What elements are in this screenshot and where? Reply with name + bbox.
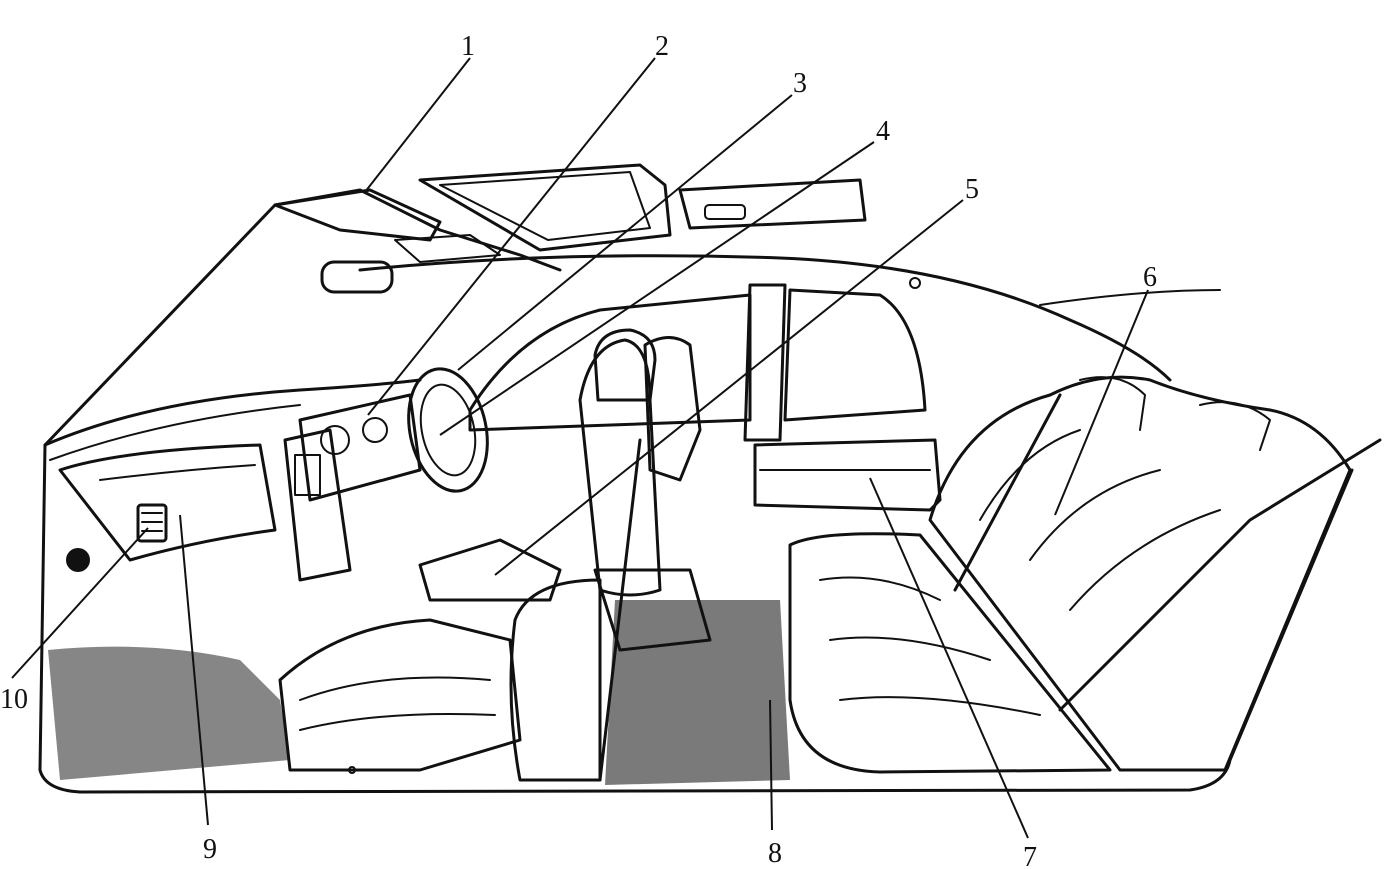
rear-door-panel bbox=[753, 438, 942, 512]
rear-door-window bbox=[783, 288, 927, 422]
callout-9: 9 bbox=[203, 834, 217, 865]
front-seat-headrest bbox=[593, 328, 657, 402]
leader-line-2 bbox=[367, 57, 656, 416]
sunroof bbox=[418, 163, 672, 252]
dashboard-top bbox=[43, 378, 422, 447]
center-console bbox=[593, 568, 712, 652]
callout-labels: 1 2 3 4 5 6 7 8 9 10 bbox=[0, 31, 1157, 869]
sun-visor bbox=[273, 188, 442, 242]
rear-roof-panel bbox=[678, 178, 867, 230]
leader-line-1 bbox=[364, 57, 471, 193]
callout-10: 10 bbox=[0, 684, 28, 715]
leader-line-4 bbox=[439, 141, 875, 436]
instrument-cluster bbox=[298, 393, 422, 502]
rear-seat-back bbox=[928, 375, 1352, 772]
rear-floor-carpet bbox=[605, 600, 790, 785]
rear-view-mirror bbox=[320, 260, 394, 294]
front-seat-bolster bbox=[509, 578, 602, 782]
leader-line-10 bbox=[11, 527, 149, 679]
b-pillar bbox=[743, 283, 787, 442]
callout-8: 8 bbox=[768, 838, 782, 869]
leader-line-5 bbox=[494, 199, 964, 576]
center-armrest bbox=[418, 538, 562, 602]
roof-line bbox=[358, 254, 1172, 382]
rear-seat-belt-left bbox=[953, 393, 1062, 592]
side-speaker bbox=[66, 548, 90, 572]
leader-line-8 bbox=[769, 699, 773, 831]
front-floor-carpet bbox=[48, 646, 290, 780]
leader-line-9 bbox=[179, 514, 209, 826]
leader-line-3 bbox=[457, 94, 793, 371]
front-door-window bbox=[468, 293, 752, 432]
front-seat-back bbox=[578, 338, 662, 597]
front-seat-belt bbox=[598, 438, 642, 782]
callout-1: 1 bbox=[461, 31, 475, 62]
callout-6: 6 bbox=[1143, 262, 1157, 293]
callout-5: 5 bbox=[965, 174, 979, 205]
callout-2: 2 bbox=[655, 31, 669, 62]
car-interior-cutaway-icon bbox=[38, 163, 1382, 794]
glove-box bbox=[58, 443, 277, 562]
rear-seat-cushion bbox=[788, 532, 1112, 774]
callout-3: 3 bbox=[793, 68, 807, 99]
rear-seat-belt-right bbox=[1058, 438, 1382, 712]
callout-4: 4 bbox=[876, 116, 890, 147]
center-stack bbox=[283, 428, 352, 582]
leader-line-6 bbox=[1054, 289, 1149, 516]
leader-lines bbox=[11, 57, 1149, 839]
steering-wheel bbox=[407, 367, 489, 493]
front-seat-back-2 bbox=[643, 336, 702, 482]
leader-line-7 bbox=[869, 477, 1029, 839]
callout-7: 7 bbox=[1023, 842, 1037, 869]
air-vent bbox=[136, 503, 168, 543]
front-passenger-seat-cushion bbox=[278, 618, 522, 772]
